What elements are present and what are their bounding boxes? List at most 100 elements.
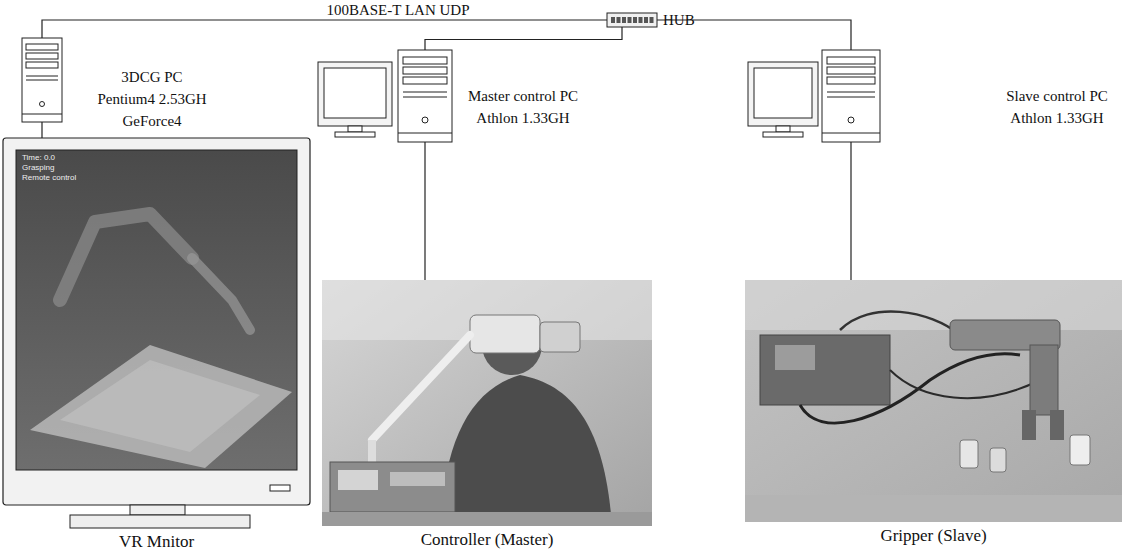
pc-monitor-icon <box>318 62 392 137</box>
caption: VR Mnitor <box>3 532 310 552</box>
pc-monitor-icon-part <box>763 132 803 137</box>
network-cable <box>424 142 425 280</box>
gripper-photo-part <box>840 311 960 335</box>
pc-monitor-icon-part <box>754 68 812 118</box>
pc-tower-icon-part <box>22 114 62 115</box>
controller-photo-part <box>372 335 470 440</box>
gripper-photo-part <box>745 495 1122 522</box>
pc-tower-icon-part <box>827 67 875 74</box>
controller-photo <box>322 280 652 526</box>
pc-tower-icon-part <box>422 117 428 123</box>
controller-photo-part <box>540 322 580 352</box>
vr-monitor-icon-part <box>16 150 297 470</box>
pc-slave: Slave control PC Athlon 1.33GH <box>822 50 880 142</box>
vr-monitor-icon-part <box>60 214 192 300</box>
network-cable <box>41 122 42 138</box>
pc-tower-icon <box>22 38 62 122</box>
controller-photo-part <box>470 315 540 353</box>
controller-photo-part <box>338 470 378 490</box>
hub-icon-part <box>633 17 637 23</box>
pc-monitor-icon <box>748 62 818 137</box>
caption: Gripper (Slave) <box>745 526 1122 546</box>
caption: Controller (Master) <box>322 530 652 550</box>
pc-monitor-icon-part <box>748 62 818 126</box>
hub-icon-part <box>650 17 654 23</box>
pc-tower-icon-part <box>26 44 58 50</box>
pc-tower-icon-part <box>398 133 452 134</box>
vr-monitor-icon <box>3 138 310 528</box>
pc-monitor-icon-part <box>776 126 790 132</box>
pc-monitor-icon-part <box>318 62 392 126</box>
gripper-photo-part <box>745 280 1122 330</box>
gripper-photo-frame: Gripper (Slave) <box>745 280 1122 522</box>
pc-tower-icon-part <box>403 92 447 93</box>
controller-photo-part <box>440 375 612 526</box>
gripper-photo-part <box>1030 345 1058 415</box>
network-cable <box>425 27 622 50</box>
network-cable <box>850 142 851 280</box>
pc-tower-icon <box>398 50 452 142</box>
pc-tower-icon-part <box>40 102 45 107</box>
vr-monitor-icon-part <box>192 258 250 330</box>
pc-monitor-icon-part <box>348 126 362 132</box>
hub-icon-part <box>628 17 632 23</box>
pc-tower-icon-part <box>822 50 880 142</box>
pc-tower-icon-part <box>398 50 452 142</box>
gripper-photo-part <box>800 354 1020 423</box>
screen-text: Remote control <box>22 173 76 183</box>
controller-photo-part <box>330 462 455 512</box>
pc-tower-icon-part <box>827 92 875 93</box>
vr-monitor-icon-part <box>70 515 250 528</box>
pc-tower-icon-part <box>827 77 875 84</box>
pc-tower-icon-part <box>403 97 447 98</box>
vr-monitor-icon-part <box>60 360 260 452</box>
screen-text: Grasping <box>22 163 54 173</box>
hub-icon-part <box>617 17 621 23</box>
pc-tower-icon-part <box>26 62 58 68</box>
controller-photo-part <box>322 512 652 526</box>
screen-text: Time: 0.0 <box>22 153 55 163</box>
gripper-photo-part <box>1050 410 1064 440</box>
pc-tower-icon-part <box>848 117 854 123</box>
gripper-photo <box>745 280 1122 522</box>
pc-spec: 3DCG PC Pentium4 2.53GH GeForce4 <box>94 66 210 132</box>
hub-icon-part <box>644 17 648 23</box>
gripper-photo-part <box>990 448 1006 472</box>
pc-spec: Slave control PC Athlon 1.33GH <box>992 85 1122 129</box>
gripper-photo-part <box>1022 410 1036 440</box>
gripper-photo-part <box>960 440 978 468</box>
pc-monitor-icon-part <box>335 132 375 137</box>
controller-photo-part <box>322 280 652 526</box>
vr-monitor-icon-part <box>3 138 310 505</box>
controller-photo-frame: Controller (Master) <box>322 280 652 526</box>
gripper-photo-part <box>760 335 890 405</box>
pc-tower-icon-part <box>403 67 447 74</box>
hub-icon <box>607 13 657 27</box>
gripper-photo-part <box>1070 435 1090 465</box>
pc-tower-icon-part <box>26 80 58 81</box>
vr-monitor-icon-part <box>30 345 292 468</box>
pc-tower-icon-part <box>403 57 447 64</box>
vr-monitor-icon-part <box>270 485 290 491</box>
pc-monitor-icon-part <box>324 68 386 118</box>
hub-label: HUB <box>663 10 695 30</box>
hub-icon-part <box>639 17 643 23</box>
pc-tower-icon-part <box>26 53 58 59</box>
pc-tower-icon-part <box>822 133 880 134</box>
gripper-photo-part <box>775 345 815 370</box>
pc-tower-icon-part <box>403 77 447 84</box>
network-hub: HUB <box>607 13 657 27</box>
pc-3dcg: 3DCG PC Pentium4 2.53GH GeForce4 <box>22 38 62 122</box>
pc-tower-icon-part <box>26 76 58 77</box>
pc-tower-icon-part <box>827 97 875 98</box>
hub-icon-part <box>607 13 657 27</box>
pc-spec: Master control PC Athlon 1.33GH <box>458 85 588 129</box>
gripper-photo-part <box>890 370 1040 398</box>
hub-icon-part <box>611 17 615 23</box>
vr-monitor: VR Mnitor <box>3 138 310 528</box>
pc-tower-icon <box>822 50 880 142</box>
controller-photo-part <box>390 472 445 486</box>
pc-tower-icon-part <box>827 57 875 64</box>
network-cable <box>42 20 607 38</box>
